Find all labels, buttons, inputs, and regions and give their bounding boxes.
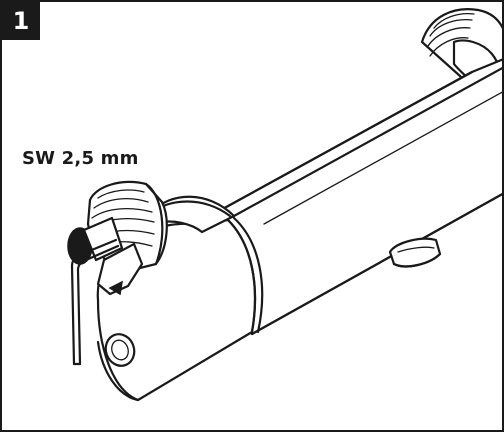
hex-key-icon	[70, 238, 120, 366]
bottom-outlet-icon	[388, 237, 442, 268]
tool-size-label: SW 2,5 mm	[22, 148, 139, 169]
step-number-badge: 1	[2, 2, 40, 40]
